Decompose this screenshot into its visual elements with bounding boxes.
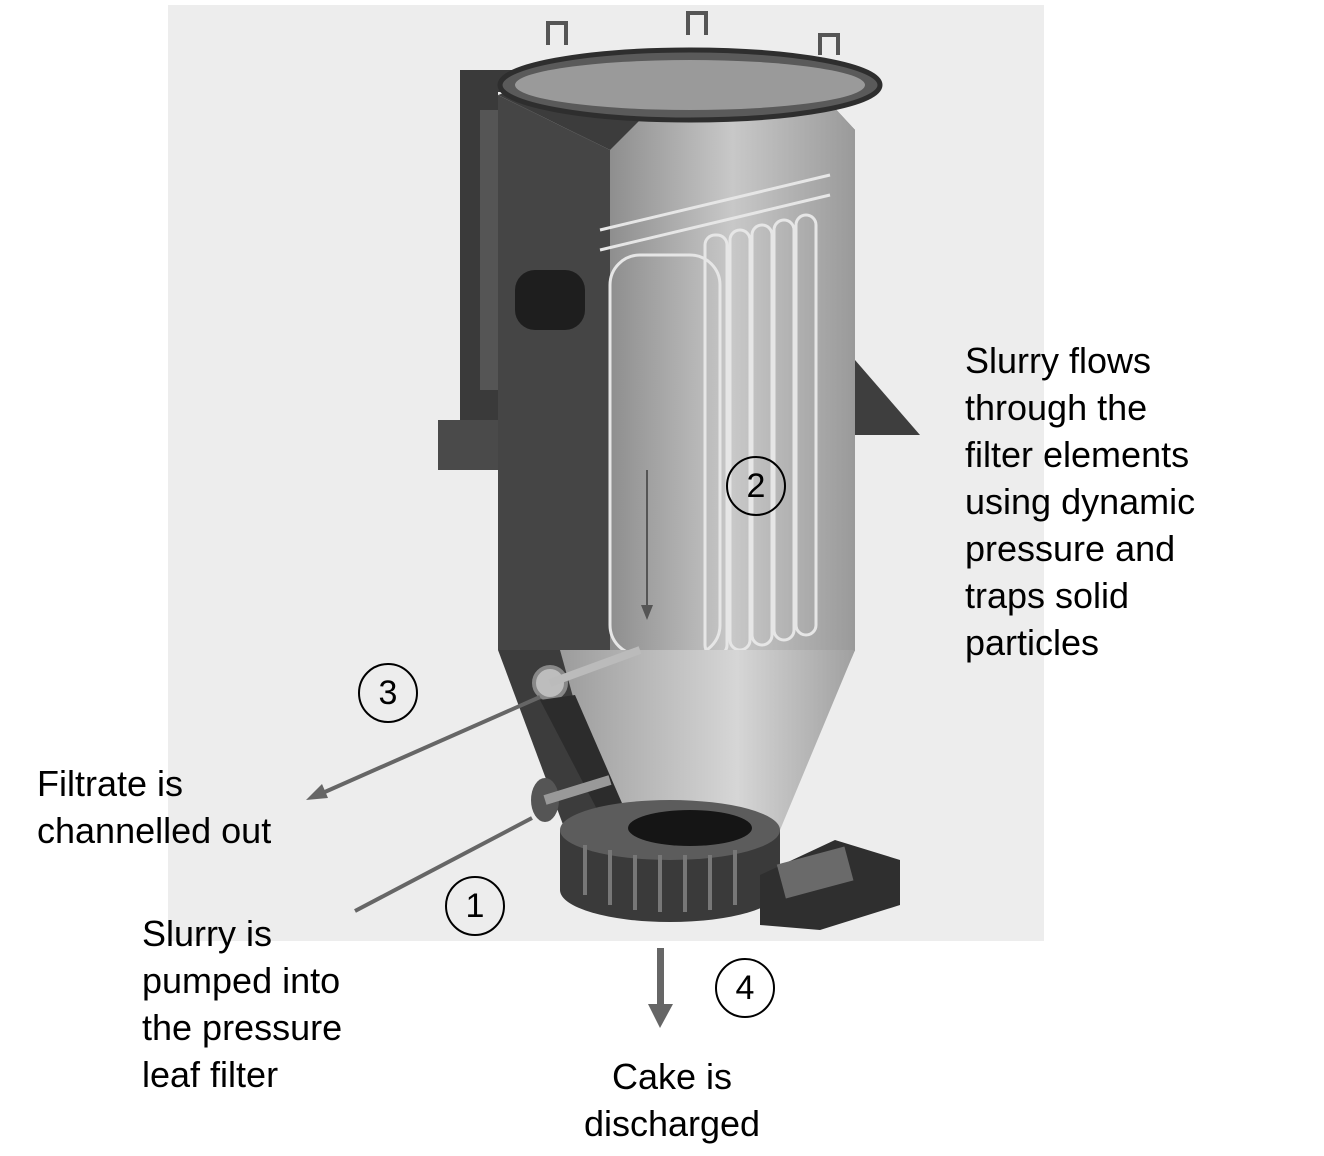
filtrate-out-arrow	[306, 695, 541, 800]
step-2-description: Slurry flows through the filter elements us…	[965, 337, 1195, 666]
flow-arrow-icon	[641, 470, 653, 620]
step-1-description: Slurry is pumped into the pressure leaf fil…	[142, 910, 342, 1098]
step-2-marker: 2	[726, 456, 786, 516]
step-1-line: pumped into	[142, 960, 341, 1001]
step-2-line: particles	[965, 622, 1100, 663]
support-bracket	[855, 360, 920, 435]
vessel-cone-interior	[560, 650, 855, 830]
step-1-marker: 1	[445, 876, 505, 936]
step-3-line: Filtrate is	[37, 763, 184, 804]
lid-lifting-lugs	[546, 11, 840, 55]
step-3-description: Filtrate is channelled out	[37, 760, 271, 854]
cake-discharge-arrow	[648, 948, 673, 1028]
step-4-line: Cake is	[611, 1056, 733, 1097]
step-2-line: traps solid	[965, 575, 1130, 616]
step-1-line: Slurry is	[142, 913, 273, 954]
step-3-marker: 3	[358, 663, 418, 723]
step-4-line: discharged	[583, 1103, 761, 1144]
step-4-marker: 4	[715, 958, 775, 1018]
side-valve	[480, 110, 585, 390]
slurry-inlet-nozzle	[531, 775, 612, 822]
filter-leaves	[599, 173, 831, 657]
step-2-line: through the	[965, 387, 1148, 428]
step-4-description: Cake is discharged	[560, 1053, 784, 1147]
vessel-shell-side	[498, 95, 610, 650]
step-3-line: channelled out	[37, 810, 272, 851]
step-2-line: filter elements	[965, 434, 1190, 475]
cake-discharge-valve	[560, 800, 900, 930]
step-2-line: using dynamic	[965, 481, 1196, 522]
step-1-line: leaf filter	[142, 1054, 279, 1095]
step-2-line: Slurry flows	[965, 340, 1152, 381]
step-1-line: the pressure	[142, 1007, 343, 1048]
slurry-in-arrow	[354, 816, 533, 913]
vessel-lid-inner	[515, 60, 865, 110]
step-2-line: pressure and	[965, 528, 1176, 569]
